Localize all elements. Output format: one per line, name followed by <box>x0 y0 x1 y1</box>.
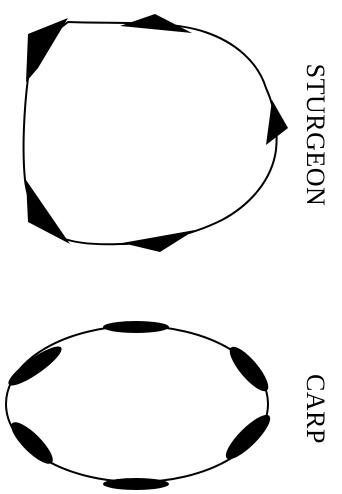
carp-scale-bottom <box>103 478 169 490</box>
carp-scale-top <box>103 321 169 333</box>
carp-figure <box>4 321 275 490</box>
sturgeon-figure <box>24 14 288 252</box>
sturgeon-label: STURGEON <box>301 64 330 207</box>
sturgeon-body-outline <box>24 22 277 244</box>
carp-label: CARP <box>301 374 330 444</box>
